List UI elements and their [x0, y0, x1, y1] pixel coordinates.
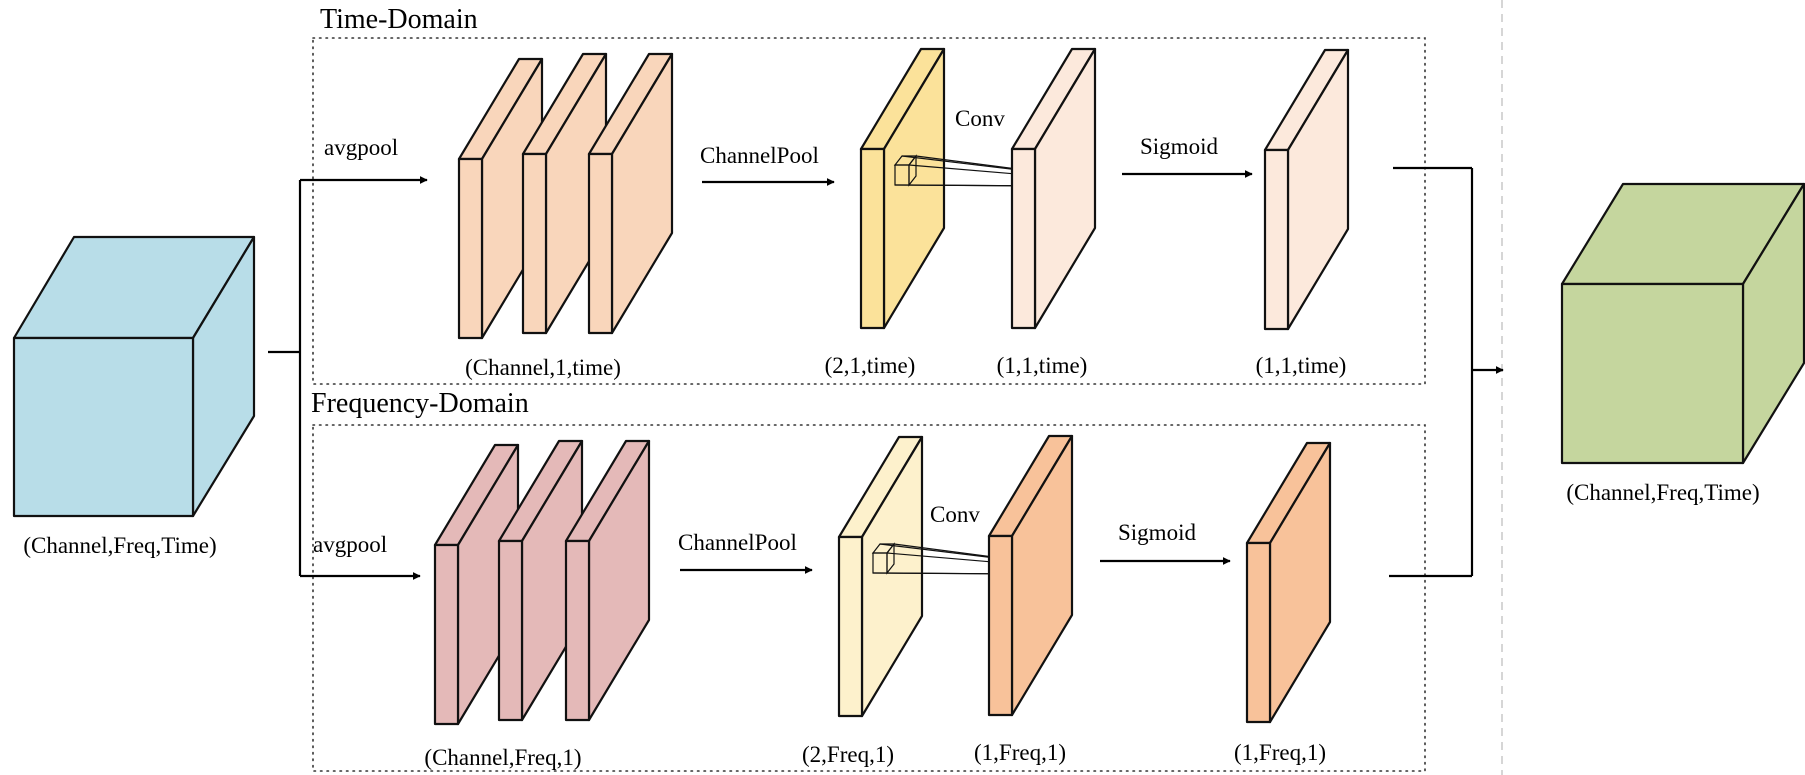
time-conv-slab	[1010, 47, 1097, 330]
freq-channelpool-label: ChannelPool	[678, 530, 797, 555]
time-channelpool-shape-label: (2,1,time)	[825, 353, 916, 378]
frequency-domain-region	[312, 424, 1426, 772]
freq-channelpool-shape-label: (2,Freq,1)	[802, 742, 894, 767]
time-channelpool-label: ChannelPool	[700, 143, 819, 168]
freq-feature-slab	[497, 439, 584, 722]
time-channelpool-slab	[859, 47, 946, 330]
freq-conv-shape-label: (1,Freq,1)	[974, 740, 1066, 765]
time-conv-label: Conv	[955, 106, 1005, 131]
freq-avgpool-label: avgpool	[313, 532, 387, 557]
output-cube	[1560, 182, 1805, 465]
freq-feature-stack	[433, 439, 651, 726]
time-feature-slab	[521, 52, 608, 335]
frequency-domain-title: Frequency-Domain	[311, 388, 529, 419]
merge-connector	[1389, 166, 1504, 578]
input-cube	[12, 235, 256, 518]
split-connector	[268, 176, 428, 580]
time-feature-stack	[457, 52, 674, 340]
time-avgpool-label: avgpool	[324, 135, 398, 160]
freq-feature-slab	[433, 443, 520, 726]
freq-conv-slab	[987, 434, 1074, 717]
freq-sigmoid-shape-label: (1,Freq,1)	[1234, 740, 1326, 765]
freq-feature-shape-label: (Channel,Freq,1)	[424, 745, 581, 770]
freq-sigmoid-label: Sigmoid	[1118, 520, 1196, 545]
freq-conv-label: Conv	[930, 502, 980, 527]
time-conv-shape-label: (1,1,time)	[997, 353, 1088, 378]
time-feature-slab	[587, 52, 674, 335]
freq-feature-slab	[564, 439, 651, 722]
time-sigmoid-shape-label: (1,1,time)	[1256, 353, 1347, 378]
input-shape-label: (Channel,Freq,Time)	[23, 533, 216, 558]
time-feature-shape-label: (Channel,1,time)	[465, 355, 621, 380]
freq-channelpool-slab	[837, 435, 924, 718]
time-domain-region	[312, 37, 1426, 385]
output-shape-label: (Channel,Freq,Time)	[1566, 480, 1759, 505]
freq-sigmoid-slab	[1245, 441, 1332, 724]
time-sigmoid-label: Sigmoid	[1140, 134, 1218, 159]
time-domain-title: Time-Domain	[320, 4, 478, 35]
time-sigmoid-slab	[1263, 48, 1350, 331]
